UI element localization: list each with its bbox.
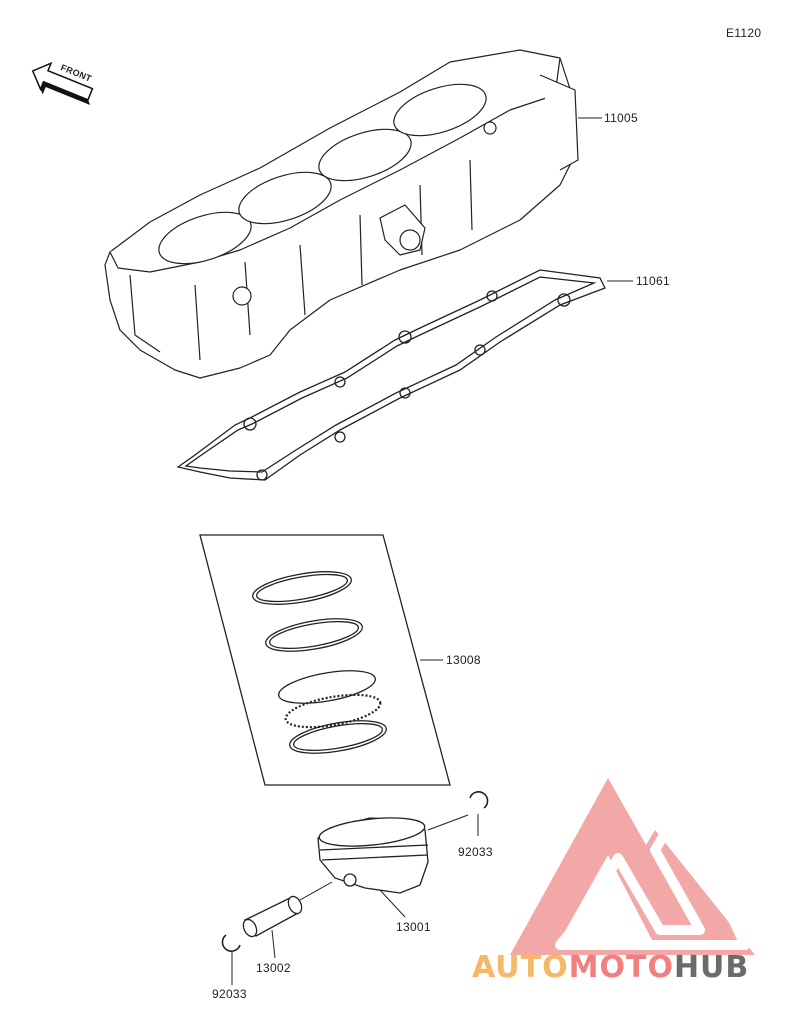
part-label-circlip-left: 92033	[212, 987, 247, 1001]
watermark-text: AUTOMOTOHUB	[472, 950, 749, 985]
piston-ring-set	[199, 534, 451, 786]
front-arrow-icon	[31, 61, 94, 105]
watermark-logo-icon	[510, 778, 755, 955]
watermark-hub: HUB	[673, 950, 750, 985]
part-label-piston-pin: 13002	[256, 961, 291, 975]
watermark-auto: AUTO	[472, 950, 569, 985]
part-label-circlip-right: 92033	[458, 845, 493, 859]
part-label-ring-set: 13008	[446, 653, 481, 667]
piston	[317, 817, 429, 894]
diagram-code: E1120	[726, 26, 762, 40]
part-label-gasket: 11061	[636, 274, 670, 288]
part-label-piston: 13001	[396, 920, 431, 934]
part-label-cylinder: 11005	[604, 111, 638, 125]
circlip-right-icon	[469, 791, 489, 809]
cylinder-block	[104, 49, 579, 379]
watermark-moto: MOTO	[568, 950, 674, 985]
cylinder-base-gasket	[176, 269, 606, 481]
piston-pin	[242, 895, 303, 938]
circlip-left-icon	[221, 934, 241, 952]
